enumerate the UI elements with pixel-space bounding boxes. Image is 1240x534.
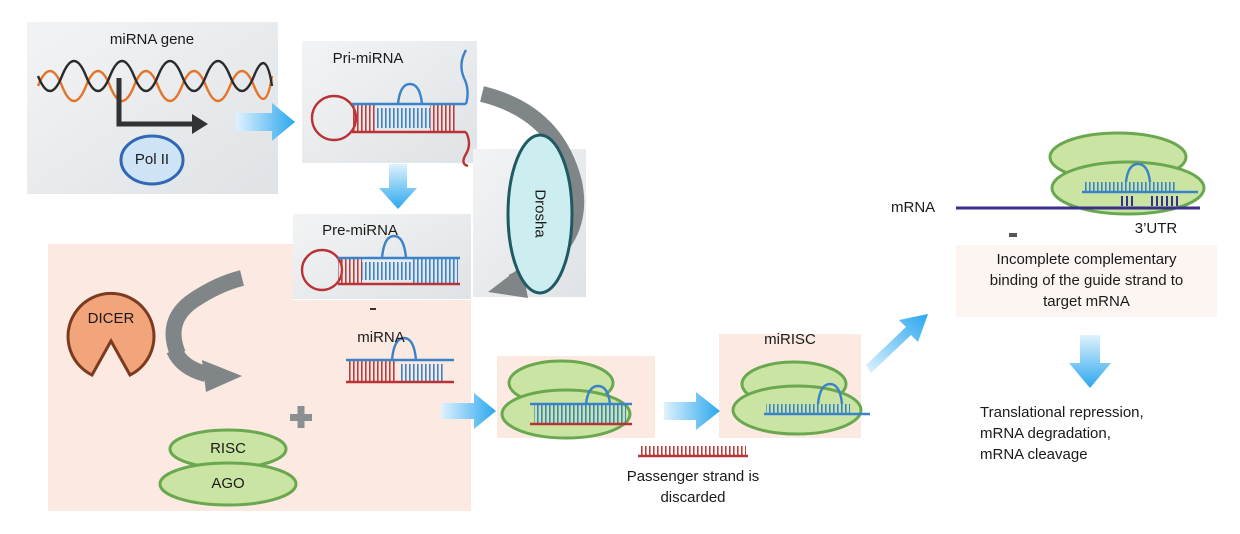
dicer-enzyme	[66, 292, 156, 377]
incomplete-binding-line-2: binding of the guide strand to	[989, 272, 1184, 289]
target-complex	[1048, 131, 1206, 216]
risc-label: RISC	[210, 440, 246, 457]
mirisc-label: miRISC	[764, 331, 816, 348]
dicer-label: DICER	[87, 310, 135, 327]
mrna-marker	[1009, 233, 1017, 237]
outcome-line-1: Translational repression,	[980, 404, 1144, 421]
risc-loaded-duplex	[500, 359, 632, 440]
dicer-panel	[48, 244, 471, 511]
mrna-label: mRNA	[891, 199, 936, 216]
drosha-label: Drosha	[531, 189, 549, 238]
mirna-duplex-icon	[346, 336, 454, 384]
ago-protein	[158, 461, 298, 507]
pri-mirna-hairpin-icon	[310, 49, 471, 168]
drosha-enzyme	[506, 133, 574, 295]
incomplete-binding-line-3: target mRNA	[1043, 293, 1130, 310]
pre-mirna-label: Pre-miRNA	[322, 222, 398, 239]
outcomes-label: Translational repression, mRNA degradati…	[980, 402, 1220, 465]
incomplete-binding-line-1: Incomplete complementary	[996, 251, 1177, 268]
flow-arrow-to-target	[866, 314, 928, 373]
transcription-arrow-icon	[116, 78, 208, 134]
pri-mirna-panel	[302, 41, 477, 163]
flow-arrow-to-mirisc	[664, 392, 720, 430]
pol-ii-label: Pol II	[134, 151, 170, 168]
incomplete-binding-label: Incomplete complementary binding of the …	[956, 249, 1217, 312]
flow-arrow-to-risc	[441, 393, 496, 429]
mirna-label: miRNA	[357, 329, 405, 346]
pri-mirna-label: Pri-miRNA	[332, 50, 404, 67]
passenger-strand-line-2: discarded	[660, 489, 726, 506]
mirisc-complex	[731, 360, 870, 436]
dna-double-helix-icon	[36, 59, 274, 103]
passenger-strand-label: Passenger strand is discarded	[600, 466, 786, 508]
outcome-line-3: mRNA cleavage	[980, 446, 1088, 463]
passenger-strand-icon	[638, 446, 748, 458]
pre-mirna-hairpin-icon	[300, 234, 460, 310]
ago-label: AGO	[211, 475, 245, 492]
dicer-curved-arrow-icon	[165, 270, 245, 392]
plus-sign-icon	[290, 406, 312, 428]
mirna-gene-label: miRNA gene	[109, 31, 195, 48]
flow-arrow-to-outcome	[1069, 335, 1111, 388]
utr-label: 3’UTR	[1134, 220, 1178, 237]
flow-arrow-to-pri	[236, 103, 295, 141]
binding-text-panel	[956, 245, 1217, 317]
pol-ii-enzyme	[119, 134, 185, 186]
passenger-strand-line-1: Passenger strand is	[626, 468, 760, 485]
outcome-line-2: mRNA degradation,	[980, 425, 1111, 442]
flow-arrow-pri-to-pre	[379, 164, 417, 209]
